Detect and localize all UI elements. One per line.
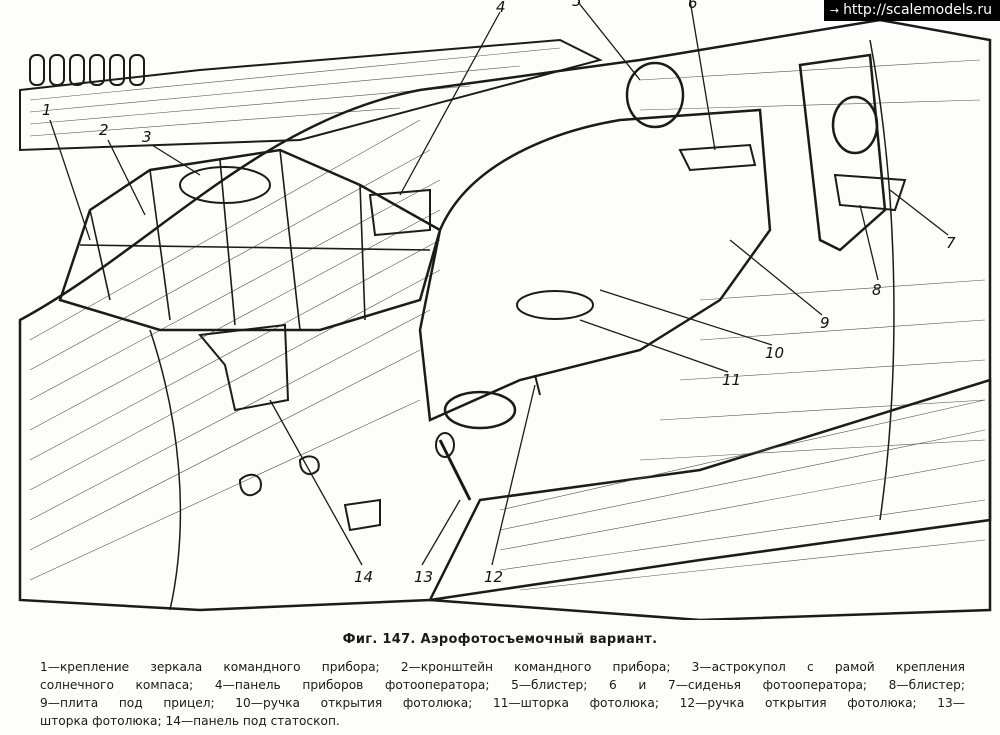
figure-title: Фиг. 147. Аэрофотосъемочный вариант. [342,632,658,647]
statoscope-panel-14 [198,323,290,412]
callout-6: 6 [688,0,698,12]
left-wing [19,38,603,152]
callout-8: 8 [872,281,882,299]
link-arrow-icon: → [829,3,840,17]
hatch-handle-12 [534,374,541,396]
photo-operator-panel-4 [368,188,431,237]
caption-line-1: 1—крепление зеркала командного прибора; … [40,660,965,674]
callout-4: 4 [496,0,506,16]
right-wing [428,378,992,620]
watermark-url[interactable]: http://scalemodels.ru [843,2,992,18]
blister-window-5 [625,61,685,129]
caption-line-2: солнечного компаса; 4—панель приборов фо… [40,678,965,692]
callout-2: 2 [99,121,109,139]
callout-numbers: 1 2 3 4 5 6 7 8 9 10 11 12 13 14 [42,0,956,586]
leader-lines [49,0,949,566]
watermark-banner[interactable]: → http://scalemodels.ru [823,0,1000,21]
callout-11: 11 [722,371,741,389]
hatch-shutter-13 [438,439,472,501]
astrodome [179,166,271,204]
wing-slots [29,54,145,86]
callout-7: 7 [946,234,956,252]
seat-6 [678,143,757,172]
fuselage [18,18,992,612]
photo-hatch-upper [516,290,594,320]
callout-9: 9 [820,314,830,332]
callout-1: 1 [42,101,52,119]
callout-14: 14 [354,568,373,586]
blister-window-8 [831,95,879,155]
callout-10: 10 [765,344,784,362]
callout-12: 12 [484,568,503,586]
caption-line-3: 9—плита под прицел; 10—ручка открытия фо… [40,696,965,710]
rear-blister-section [798,53,907,252]
cutaway-interior [418,61,772,501]
callout-5: 5 [572,0,582,10]
callout-13: 13 [414,568,433,586]
caption-line-4: шторка фотолюка; 14—панель под статоскоп… [40,714,340,728]
figure-caption: 1—крепление зеркала командного прибора; … [40,658,965,730]
aircraft-cutaway-drawing: 1 2 3 4 5 6 7 8 9 10 11 12 13 14 [18,0,992,620]
cockpit-canopy [58,148,442,332]
callout-3: 3 [142,128,152,146]
photo-hatch-lower [443,390,517,430]
seat-7 [833,173,907,212]
